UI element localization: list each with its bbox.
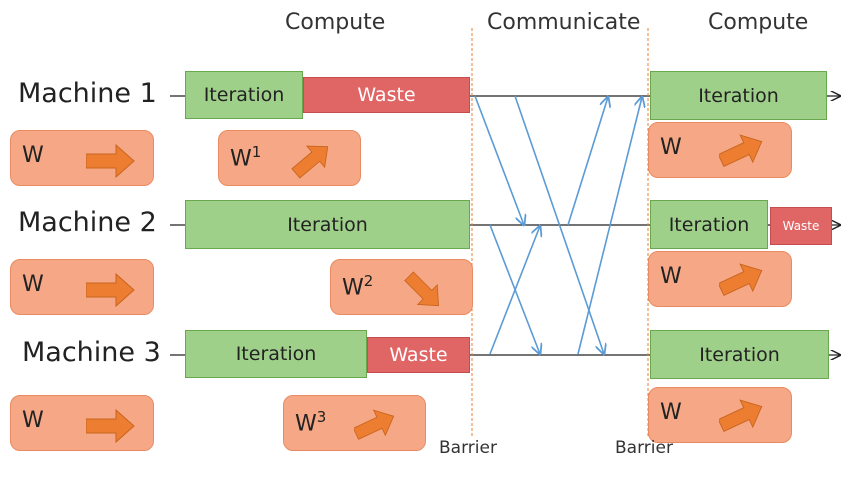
arrow-up-right-icon [354, 409, 395, 440]
weight-synced-card-m2: W [648, 251, 792, 307]
iteration-block-m1-left: Iteration [185, 71, 303, 119]
weight-update-card-1: W1 [218, 130, 361, 186]
weight-label: W [22, 272, 44, 297]
weight-label: W [22, 143, 44, 168]
weight-label: W [660, 400, 682, 425]
comm-arrow-6 [577, 97, 642, 355]
weight-card-m2: W [10, 259, 154, 315]
arrow-right-icon [86, 272, 135, 308]
machine-label-2: Machine 2 [18, 207, 157, 238]
iteration-block-m2-right: Iteration [650, 200, 768, 249]
weight-card-m3: W [10, 395, 154, 451]
iteration-block-m3-left: Iteration [185, 330, 367, 378]
arrow-down-right-icon [404, 271, 439, 307]
weight-update-card-2: W2 [330, 259, 473, 315]
weight-synced-card-m3: W [648, 387, 792, 443]
machine-label-1: Machine 1 [18, 78, 157, 109]
comm-arrow-1 [474, 95, 524, 225]
iteration-block-m1-right: Iteration [650, 71, 827, 120]
barrier-label-2: Barrier [615, 438, 673, 458]
comm-arrow-4 [567, 97, 608, 226]
arrow-up-right-icon [719, 399, 763, 433]
arrow-up-right-icon [719, 134, 763, 168]
barrier-label-1: Barrier [439, 438, 497, 458]
arrow-right-icon [86, 408, 135, 444]
weight-label: W1 [230, 143, 262, 172]
phase-compute-right: Compute [708, 10, 809, 35]
weight-label: W [22, 408, 44, 433]
waste-block-m1: Waste [303, 77, 470, 113]
iteration-block-m2-left: Iteration [185, 200, 470, 249]
waste-block-m2: Waste [770, 207, 832, 245]
weight-label: W3 [295, 408, 327, 437]
arrow-right-icon [86, 143, 135, 179]
waste-block-m3: Waste [367, 337, 470, 373]
weight-synced-card-m1: W [648, 122, 792, 178]
weight-label: W2 [342, 272, 374, 301]
phase-compute-left: Compute [285, 10, 386, 35]
weight-label: W [660, 264, 682, 289]
weight-label: W [660, 135, 682, 160]
weight-update-card-3: W3 [283, 395, 426, 451]
comm-arrow-5 [489, 226, 540, 355]
arrow-up-right-icon [719, 263, 763, 297]
machine-label-3: Machine 3 [22, 337, 161, 368]
phase-communicate: Communicate [487, 10, 641, 35]
weight-card-m1: W [10, 130, 154, 186]
iteration-block-m3-right: Iteration [650, 330, 829, 379]
arrow-up-right-icon [291, 145, 329, 179]
